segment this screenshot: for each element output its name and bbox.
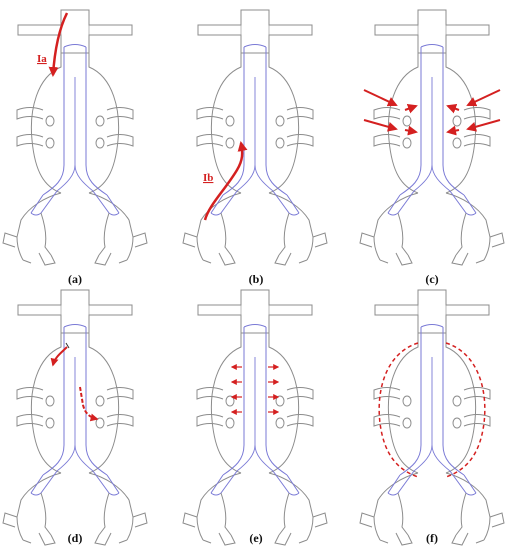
panel-b: Ib xyxy=(182,9,328,266)
caption-e: (e) xyxy=(249,531,263,545)
panel-e xyxy=(182,289,328,546)
type-ia-endoleak-arrow xyxy=(48,12,69,77)
caption-f: (f) xyxy=(426,531,438,545)
type-iv-endoleak-arrows xyxy=(230,364,280,415)
caption-a: (a) xyxy=(68,272,82,286)
type-ib-endoleak-arrow xyxy=(203,141,248,221)
panel-b-label: Ib xyxy=(203,172,213,184)
panel-d xyxy=(2,289,148,546)
panel-a: Ia xyxy=(2,9,148,266)
panel-f xyxy=(359,289,505,546)
caption-b: (b) xyxy=(248,272,264,286)
caption-c: (c) xyxy=(425,272,439,286)
panel-a-label: Ia xyxy=(37,53,47,65)
panel-c xyxy=(359,9,505,266)
caption-d: (d) xyxy=(67,531,83,545)
type-iii-endoleak-arrows xyxy=(50,346,99,422)
type-ii-endoleak-arrows xyxy=(363,89,501,136)
